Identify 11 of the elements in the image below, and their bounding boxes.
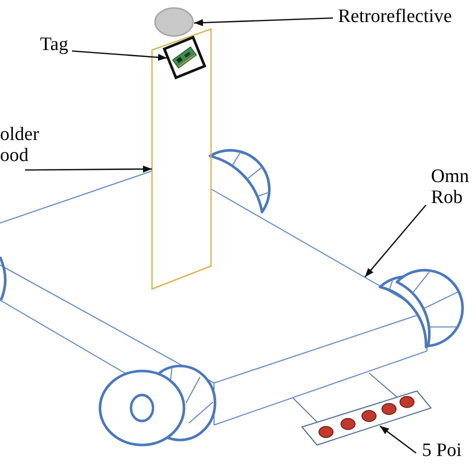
callout-label: Omn Rob [431,166,469,208]
leader-arrow [380,425,416,454]
callout-label: Tag [40,34,68,55]
reflective-disc [154,7,194,37]
leader-arrow [364,204,426,278]
callout-label: Retroreflective [338,6,452,27]
leader-arrow [72,50,168,61]
callout-label: older ood [0,124,40,166]
leader-arrow [25,166,152,173]
leader-arrow [194,17,334,26]
callout-label: 5 Poi [422,440,462,461]
